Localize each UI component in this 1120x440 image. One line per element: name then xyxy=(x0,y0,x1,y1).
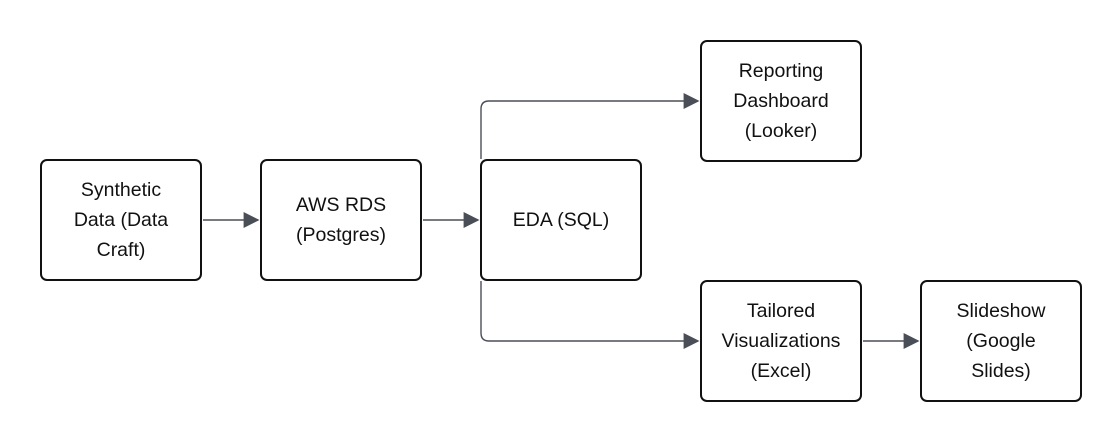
node-label: Synthetic Data (Data Craft) xyxy=(68,175,174,265)
connector-eda-to-tailored xyxy=(480,281,700,349)
node-label-line: Data (Data xyxy=(73,209,169,231)
node-label-line: Slides) xyxy=(971,360,1031,382)
node-synthetic-data: Synthetic Data (Data Craft) xyxy=(40,159,202,281)
node-label: Reporting Dashboard (Looker) xyxy=(727,56,834,146)
node-label-line: Visualizations xyxy=(721,330,841,352)
node-label-line: (Excel) xyxy=(750,360,812,382)
node-label-line: Reporting xyxy=(738,60,824,82)
node-label: Tailored Visualizations (Excel) xyxy=(716,296,847,386)
node-label-line: Dashboard xyxy=(733,90,829,112)
node-label-line: (Postgres) xyxy=(296,224,386,246)
node-label-line: Slideshow xyxy=(956,300,1046,322)
node-aws-rds: AWS RDS (Postgres) xyxy=(260,159,422,281)
node-label-line: EDA (SQL) xyxy=(512,209,610,231)
node-label-line: Tailored xyxy=(746,300,816,322)
node-label: EDA (SQL) xyxy=(507,205,615,235)
node-label-line: Synthetic xyxy=(80,179,162,201)
node-label: AWS RDS (Postgres) xyxy=(290,190,392,250)
node-label-line: AWS RDS xyxy=(295,194,387,216)
node-label-line: (Google xyxy=(966,330,1036,352)
node-label: Slideshow (Google Slides) xyxy=(951,296,1052,386)
node-label-line: (Looker) xyxy=(744,120,818,142)
connector-eda-to-reporting xyxy=(480,93,700,159)
node-slideshow: Slideshow (Google Slides) xyxy=(920,280,1082,402)
node-tailored-visualizations: Tailored Visualizations (Excel) xyxy=(700,280,862,402)
edge-group xyxy=(203,93,920,349)
node-eda-sql: EDA (SQL) xyxy=(480,159,642,281)
node-label-line: Craft) xyxy=(96,239,146,261)
node-reporting-dashboard: Reporting Dashboard (Looker) xyxy=(700,40,862,162)
